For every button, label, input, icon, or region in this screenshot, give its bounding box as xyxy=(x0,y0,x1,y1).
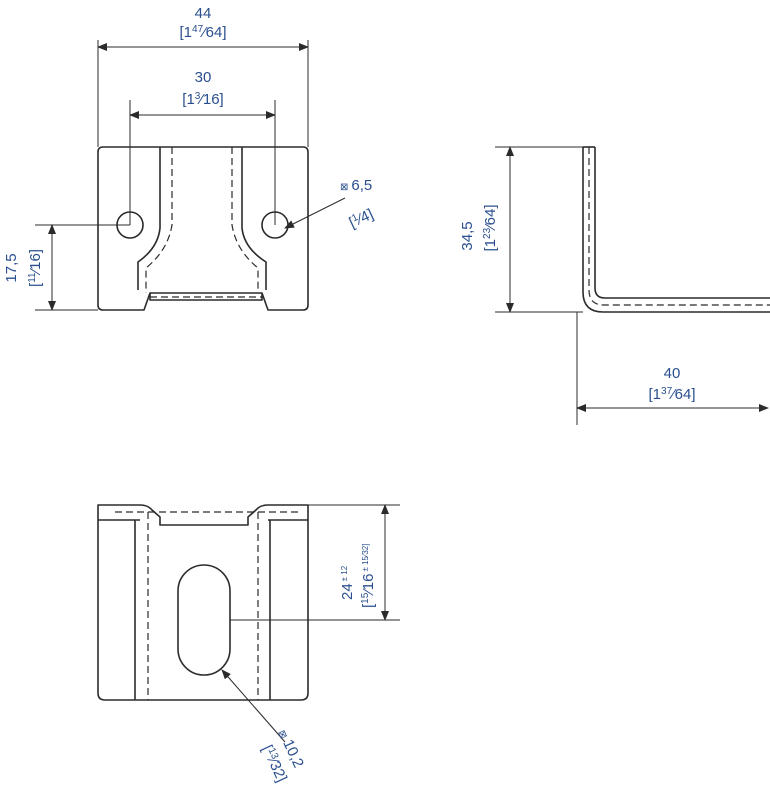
dim-40-text: 40 xyxy=(664,365,681,382)
dim-hole-diameter-6-5: ⊠6,5 [1⁄4] xyxy=(284,177,377,232)
dim-17-5-inch: [11⁄16] xyxy=(27,249,44,287)
dim-width-44: 44 [147⁄64] xyxy=(97,5,309,147)
dim-slot-length-24: 24± 12 [15⁄16± 15⁄32] xyxy=(230,504,400,621)
dim-17-5-text: 17,5 xyxy=(3,253,20,282)
dim-leg-length-40: 40 [137⁄64] xyxy=(576,312,769,425)
dim-24-text: 24± 12 xyxy=(339,565,356,600)
dim-side-height-34-5: 34,5 [123⁄64] xyxy=(459,146,583,313)
front-view xyxy=(97,146,309,311)
bend-line-right xyxy=(241,147,267,290)
bend-line-left xyxy=(137,147,161,290)
dim-slot-width-10-2: ⊠10,2 [13⁄32] xyxy=(221,669,307,785)
dim-6-5-text: ⊠6,5 xyxy=(340,177,372,194)
side-view-profile xyxy=(582,147,770,313)
dim-6-5-inch: [1⁄4] xyxy=(347,206,377,232)
top-view-outline xyxy=(97,504,309,701)
hidden-line-left xyxy=(145,147,173,293)
mounting-slot xyxy=(177,564,231,676)
dim-hole-height-17-5: 17,5 [11⁄16] xyxy=(3,224,130,311)
dim-24-inch: [15⁄16± 15⁄32] xyxy=(360,544,377,608)
hidden-line-right xyxy=(231,147,259,293)
dim-34-5-inch: [123⁄64] xyxy=(482,205,499,252)
dim-30-text: 30 xyxy=(195,69,212,86)
side-view xyxy=(582,146,770,313)
dim-40-inch: [137⁄64] xyxy=(649,386,696,403)
dim-30-inch: [13⁄16] xyxy=(182,91,223,108)
dim-44-text: 44 xyxy=(195,5,212,22)
dim-hole-spacing-30: 30 [13⁄16] xyxy=(129,69,276,225)
top-view xyxy=(97,504,309,701)
dim-44-inch: [147⁄64] xyxy=(180,24,227,41)
dim-34-5-text: 34,5 xyxy=(459,221,476,250)
